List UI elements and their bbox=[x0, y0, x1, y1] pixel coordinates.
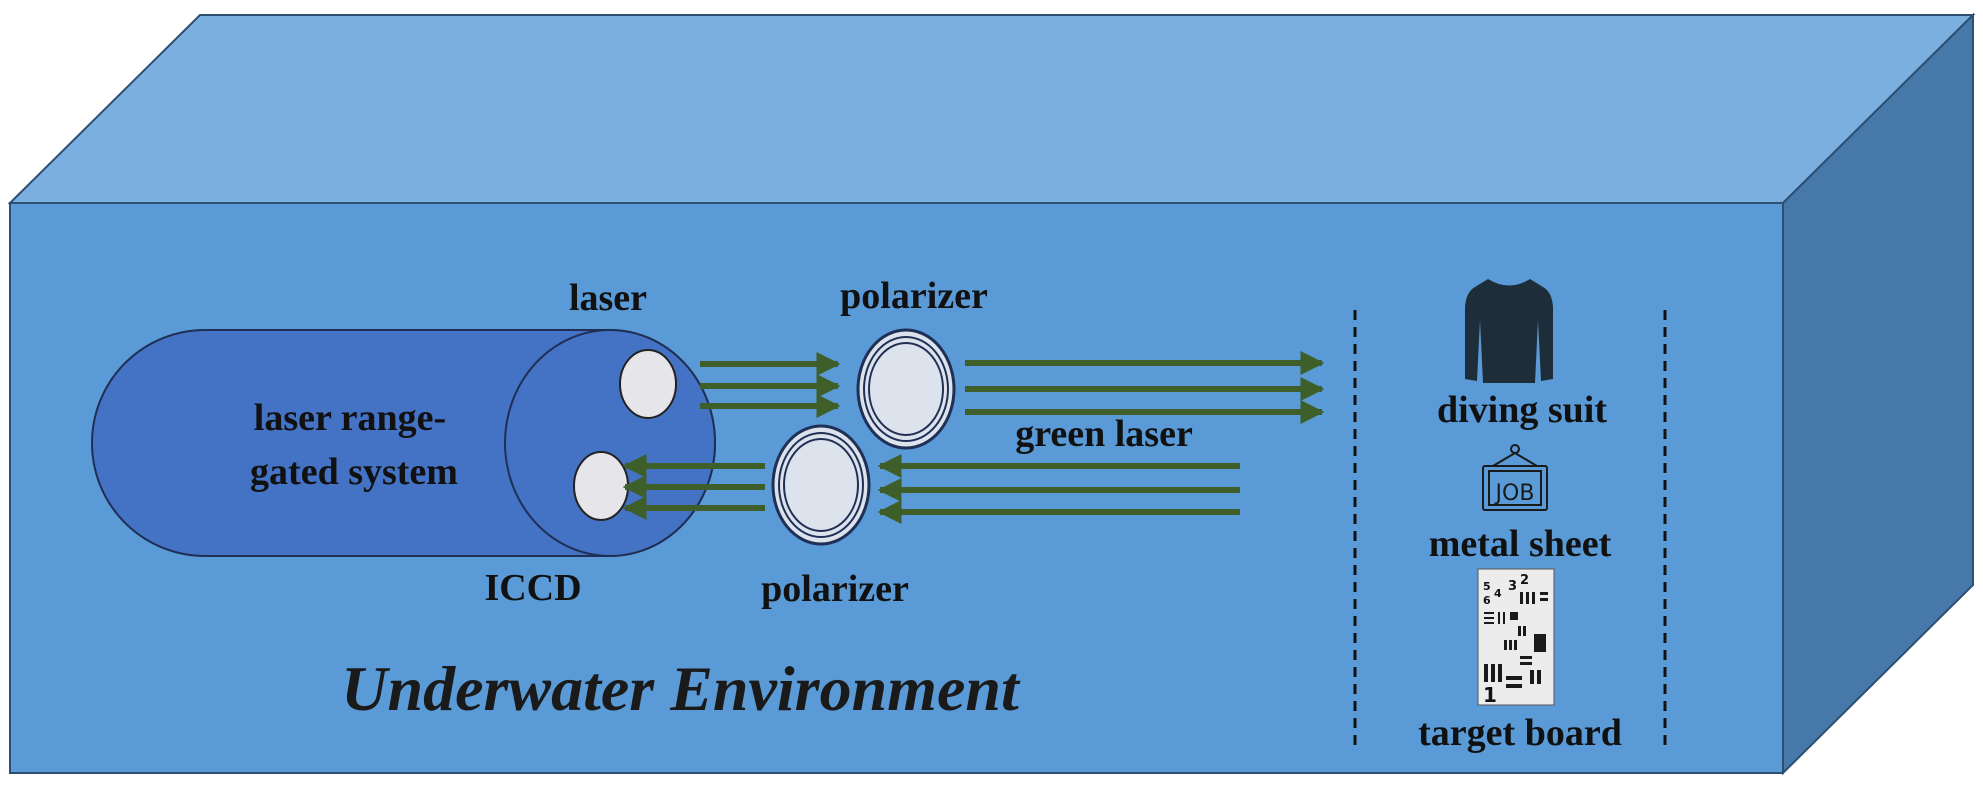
metal-sheet-label: metal sheet bbox=[1429, 523, 1612, 565]
system-cylinder-end bbox=[504, 329, 716, 557]
emitted-arrows bbox=[700, 352, 841, 418]
box-top-face bbox=[7, 14, 1976, 204]
iccd-label: ICCD bbox=[484, 567, 581, 609]
target-board-label: target board bbox=[1418, 712, 1622, 754]
polarizer-bottom-label: polarizer bbox=[761, 568, 909, 610]
target-number-3: 3 bbox=[1508, 579, 1517, 594]
target-board-icon: 2 3 4 5 6 1 bbox=[1477, 568, 1555, 707]
diving-suit-label: diving suit bbox=[1437, 389, 1607, 431]
target-number-2: 2 bbox=[1520, 573, 1529, 588]
system-label-line1: laser range- bbox=[254, 397, 446, 439]
polarizer-top-icon bbox=[856, 328, 956, 450]
target-number-5: 5 bbox=[1483, 580, 1491, 593]
polarizer-bottom-icon bbox=[771, 424, 871, 546]
system-label-line2: gated system bbox=[250, 451, 458, 493]
iccd-arrows bbox=[622, 454, 765, 520]
metal-sheet-icon: JOB bbox=[1482, 444, 1548, 511]
returning-arrows bbox=[877, 454, 1240, 524]
diving-suit-icon bbox=[1465, 279, 1553, 383]
environment-label: Underwater Environment bbox=[341, 653, 1021, 724]
metal-sheet-job-text: JOB bbox=[1494, 481, 1535, 506]
target-number-1: 1 bbox=[1483, 683, 1497, 707]
target-number-4: 4 bbox=[1494, 587, 1502, 600]
polarizer-top-label: polarizer bbox=[840, 275, 988, 317]
green-laser-label: green laser bbox=[1015, 413, 1193, 455]
laser-aperture bbox=[619, 349, 677, 419]
iccd-aperture bbox=[573, 451, 629, 521]
laser-label: laser bbox=[569, 277, 647, 319]
target-number-6: 6 bbox=[1483, 594, 1491, 607]
outgoing-arrows bbox=[965, 351, 1325, 424]
